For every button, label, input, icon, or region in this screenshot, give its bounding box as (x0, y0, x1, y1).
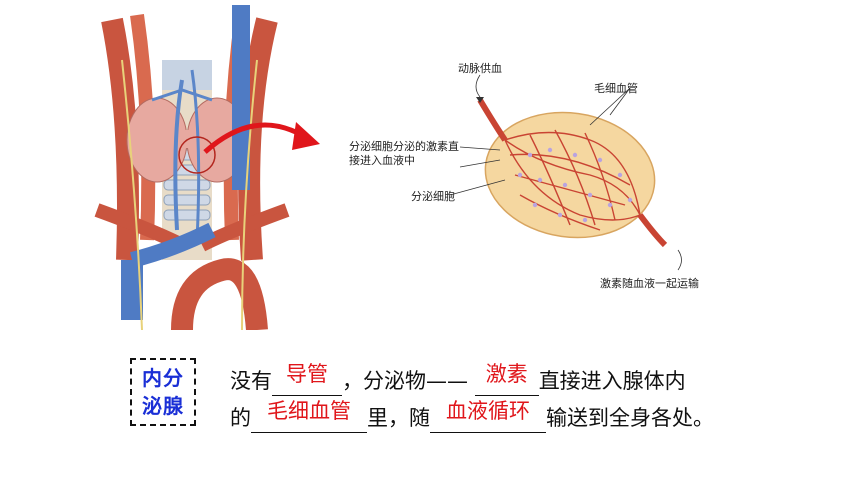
blank-1: 导管 (272, 362, 342, 396)
label-artery: 动脉供血 (458, 62, 502, 75)
gland-capillary-diagram (449, 74, 682, 271)
answer-hormone: 激素 (485, 362, 528, 386)
label-secretory-cell: 分泌细胞 (411, 190, 455, 203)
label-capillary: 毛细血管 (594, 82, 638, 95)
term-line-2: 泌腺 (142, 394, 184, 418)
label-hormone-transport: 激素随血液一起运输 (600, 277, 699, 290)
sentence-part-1: 没有 (230, 369, 272, 393)
sentence-line-2: 的毛细血管里，随血液循环输送到全身各处。 (230, 399, 714, 433)
term-line-1: 内分 (142, 366, 184, 390)
sentence-line-1: 没有导管 ，分泌物—— 激素直接进入腺体内 (230, 362, 686, 396)
answer-blood-circulation: 血液循环 (446, 399, 530, 423)
red-arrow-icon (203, 122, 320, 154)
blank-4: 血液循环 (430, 399, 546, 433)
blank-3: 毛细血管 (251, 399, 367, 433)
term-box-endocrine-gland: 内分 泌腺 (130, 358, 196, 426)
sentence-part-2: ，分泌物—— (342, 369, 468, 393)
sentence-part-4: 的 (230, 406, 251, 430)
sentence-part-3: 直接进入腺体内 (538, 369, 686, 393)
sentence-part-6: 输送到全身各处。 (546, 406, 714, 430)
blank-2: 激素 (474, 362, 539, 396)
answer-duct: 导管 (286, 362, 328, 386)
label-secretion: 分泌细胞分泌的激素直接进入血液中 (349, 140, 459, 167)
thyroid-anatomy-illustration (94, 5, 290, 330)
answer-capillary: 毛细血管 (267, 399, 351, 423)
sentence-part-5: 里，随 (367, 406, 430, 430)
